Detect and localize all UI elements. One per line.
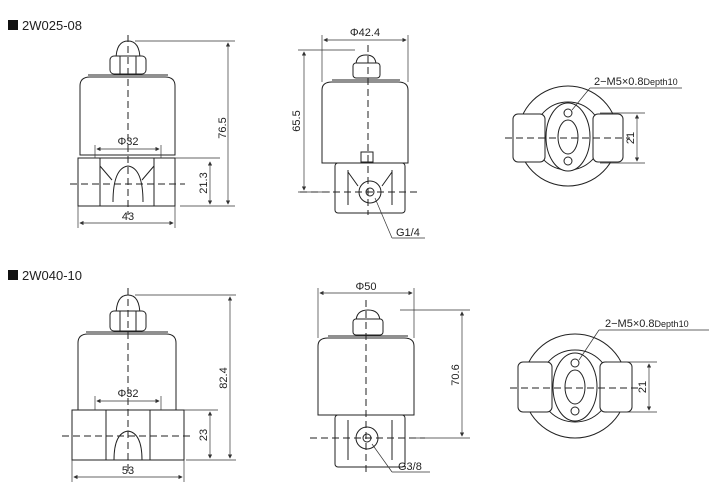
diameter-dim: Φ32: [117, 388, 138, 400]
width-dim: 43: [122, 211, 134, 223]
side-view: Φ42.4 65.5 G1/4: [291, 27, 425, 239]
side-height-dim: 70.6: [450, 364, 462, 385]
thread-spec-label: 2−M5×0.8Depth10: [605, 318, 689, 330]
side-view: Φ50 70.6 G3/8: [310, 281, 470, 473]
section-marker: [8, 270, 18, 280]
hole-spacing-dim: 21: [625, 132, 637, 144]
body-height-dim: 23: [198, 429, 210, 441]
body-height-dim: 21.3: [198, 172, 210, 193]
side-diameter-dim: Φ42.4: [350, 27, 380, 39]
model-title: 2W025-08: [22, 18, 82, 33]
front-view: 76.5 21.3 43 Φ32: [70, 35, 235, 228]
side-diameter-dim: Φ50: [355, 281, 376, 293]
front-view: 82.4 23 53 Φ32: [62, 288, 236, 482]
front-height-dim: 76.5: [217, 117, 229, 138]
diameter-dim: Φ32: [117, 136, 138, 148]
side-height-dim: 65.5: [291, 110, 303, 131]
width-dim: 53: [122, 465, 134, 477]
front-height-dim: 82.4: [218, 367, 230, 388]
section-marker: [8, 20, 18, 30]
top-view: 2−M5×0.8Depth10 21: [505, 76, 682, 187]
valve-body: [77, 157, 176, 207]
top-view: 2−M5×0.8Depth10 21: [510, 318, 709, 439]
thread-spec-label: 2−M5×0.8Depth10: [594, 76, 678, 88]
model-2w025-08-section: 2W025-08 76.5 21.3 43 Φ32: [8, 18, 682, 239]
model-title: 2W040-10: [22, 268, 82, 283]
port-size-label: G3/8: [398, 461, 422, 473]
model-2w040-10-section: 2W040-10 82.4 23 53 Φ32: [8, 268, 709, 482]
port-size-label: G1/4: [396, 227, 420, 239]
hole-spacing-dim: 21: [637, 381, 649, 393]
coil-housing: [321, 81, 409, 164]
